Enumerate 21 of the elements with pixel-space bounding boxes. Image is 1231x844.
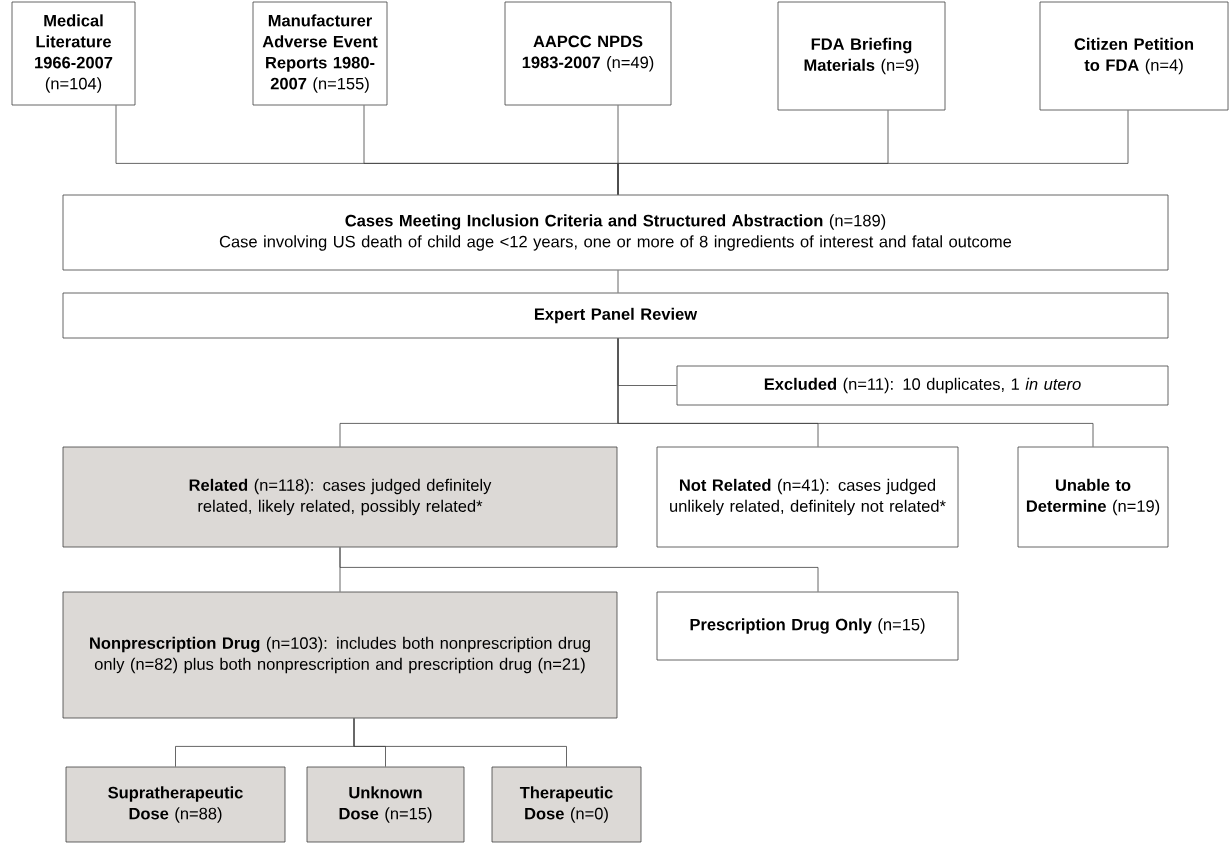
source-box: Manufacturer Adverse Event Reports 1980-2007 (n=155) bbox=[252, 1, 388, 106]
dose-box: Therapeutic Dose (n=0) bbox=[491, 766, 642, 843]
connector-line bbox=[339, 547, 819, 592]
connector-line bbox=[353, 718, 567, 767]
source-box: Citizen Petition to FDA (n=4) bbox=[1039, 1, 1229, 111]
dose-box: Unknown Dose (n=15) bbox=[306, 766, 465, 843]
category-box: Prescription Drug Only (n=15) bbox=[656, 591, 959, 661]
category-box: Related (n=118): cases judged definitely related, likely related, possibly related* bbox=[62, 446, 618, 548]
review-box: Expert Panel Review bbox=[62, 292, 1169, 339]
source-box: FDA Briefing Materials (n=9) bbox=[777, 1, 946, 111]
source-box: Medical Literature 1966-2007 (n=104) bbox=[11, 1, 136, 106]
connector-line bbox=[617, 110, 1129, 195]
criteria-box: Cases Meeting Inclusion Criteria and Structured Abstraction (n=189) Case involving US death of child age <12 years, one or more of 8 ingredients of interest and fatal outcome bbox=[62, 194, 1169, 271]
category-box: Unable to Determine (n=19) bbox=[1017, 446, 1169, 548]
source-box: AAPCC NPDS 1983-2007 (n=49) bbox=[504, 1, 672, 106]
category-box: Nonprescription Drug (n=103): includes both nonprescription drug only (n=82) plus both nonprescription and prescription drug (n=21) bbox=[62, 591, 618, 719]
connector-line bbox=[617, 270, 619, 293]
dose-box: Supratherapeutic Dose (n=88) bbox=[65, 766, 286, 843]
category-box: Not Related (n=41): cases judged unlikely related, definitely not related* bbox=[656, 446, 959, 548]
excluded-box: Excluded (n=11): 10 duplicates, 1 in utero bbox=[676, 365, 1169, 406]
connector-line bbox=[617, 338, 1094, 447]
